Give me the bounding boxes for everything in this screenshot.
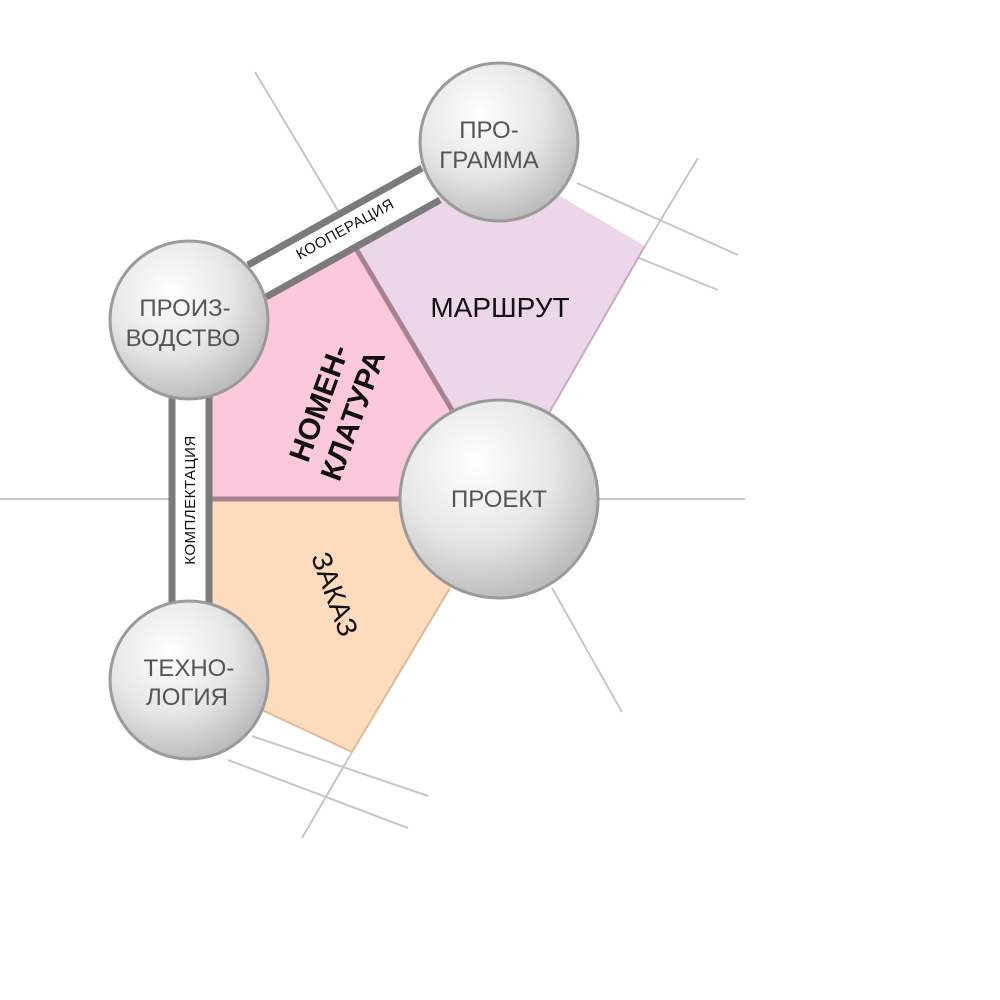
sector-marshrut-label: МАРШРУТ — [430, 292, 569, 323]
node-tekhnologiya: ТЕХНО- ЛОГИЯ — [108, 599, 270, 761]
node-programma-label-line2: ГРАММА — [439, 147, 538, 174]
guide-line-lower-right — [551, 587, 623, 713]
sector-dividers — [212, 245, 455, 502]
node-proekt: ПРОЕКТ — [398, 398, 600, 600]
divider-marshrut-nomenklatura — [352, 245, 455, 412]
sector-marshrut — [355, 190, 645, 415]
node-programma-label-line1: ПРО- — [459, 117, 518, 144]
node-proekt-label: ПРОЕКТ — [451, 486, 547, 513]
node-tekhnologiya-label-line1: ТЕХНО- — [144, 655, 235, 682]
kooperaciya-band-edges — [246, 164, 442, 301]
node-proizvodstvo: ПРОИЗ- ВОДСТВО — [108, 239, 270, 401]
node-proizvodstvo-label-line2: ВОДСТВО — [126, 325, 241, 352]
komplektaciya-label: КОМПЛЕКТАЦИЯ — [182, 435, 199, 564]
node-proizvodstvo-label-line1: ПРОИЗ- — [139, 295, 230, 322]
node-programma-sphere — [418, 61, 580, 223]
guide-line-top-rail-a — [576, 182, 739, 256]
kooperaciya-edge-outer — [246, 164, 424, 269]
guide-line-lower-left — [301, 751, 353, 839]
kooperaciya-band — [248, 168, 440, 297]
zakaz-outer-edge — [351, 587, 451, 753]
node-programma: ПРО- ГРАММА — [418, 61, 580, 223]
guide-line-bottom-rail-b — [227, 759, 409, 829]
node-proekt-sphere — [398, 398, 600, 600]
sector-edges — [261, 245, 646, 753]
marshrut-outer-edge — [547, 245, 646, 416]
node-tekhnologiya-sphere — [108, 599, 270, 761]
kooperaciya-edge-inner — [264, 196, 442, 301]
komplektaciya-band — [172, 395, 208, 610]
komplektaciya-band-edges — [168, 395, 213, 610]
node-proizvodstvo-sphere — [108, 239, 270, 401]
komplektaciya-label-wrap: КОМПЛЕКТАЦИЯ — [182, 435, 199, 564]
guide-line-upper-right — [644, 157, 699, 247]
guide-line-upper-left — [254, 71, 353, 235]
guide-line-bottom-rail-a — [251, 735, 429, 797]
sector-zakaz — [212, 499, 450, 752]
node-tekhnologiya-label-line2: ЛОГИЯ — [146, 684, 228, 711]
zakaz-bottom-edge — [261, 709, 353, 753]
